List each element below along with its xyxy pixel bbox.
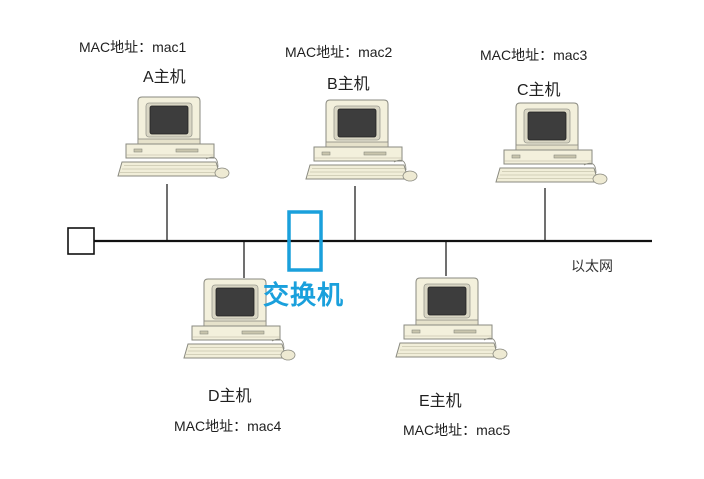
host-d-name-label: D主机	[208, 388, 252, 405]
host-e-name-label: E主机	[419, 393, 462, 410]
host-a-name-label: A主机	[143, 69, 186, 86]
host-c-mac-label: MAC地址：mac3	[480, 47, 588, 63]
host-b-computer-icon	[305, 99, 418, 182]
switch-label: 交换机	[263, 280, 345, 310]
host-c-computer-icon	[495, 102, 608, 185]
host-b-mac-label: MAC地址：mac2	[285, 44, 393, 60]
host-a-mac-label: MAC地址：mac1	[79, 39, 187, 55]
host-b-name-label: B主机	[327, 76, 370, 93]
switch-box	[287, 210, 323, 272]
host-a-computer-icon	[117, 96, 230, 179]
ethernet-label: 以太网	[571, 258, 613, 274]
bus-terminator	[67, 227, 95, 255]
host-e-mac-label: MAC地址：mac5	[403, 422, 511, 438]
host-c-name-label: C主机	[517, 82, 561, 99]
host-e-computer-icon	[395, 277, 508, 360]
host-d-mac-label: MAC地址：mac4	[174, 418, 282, 434]
